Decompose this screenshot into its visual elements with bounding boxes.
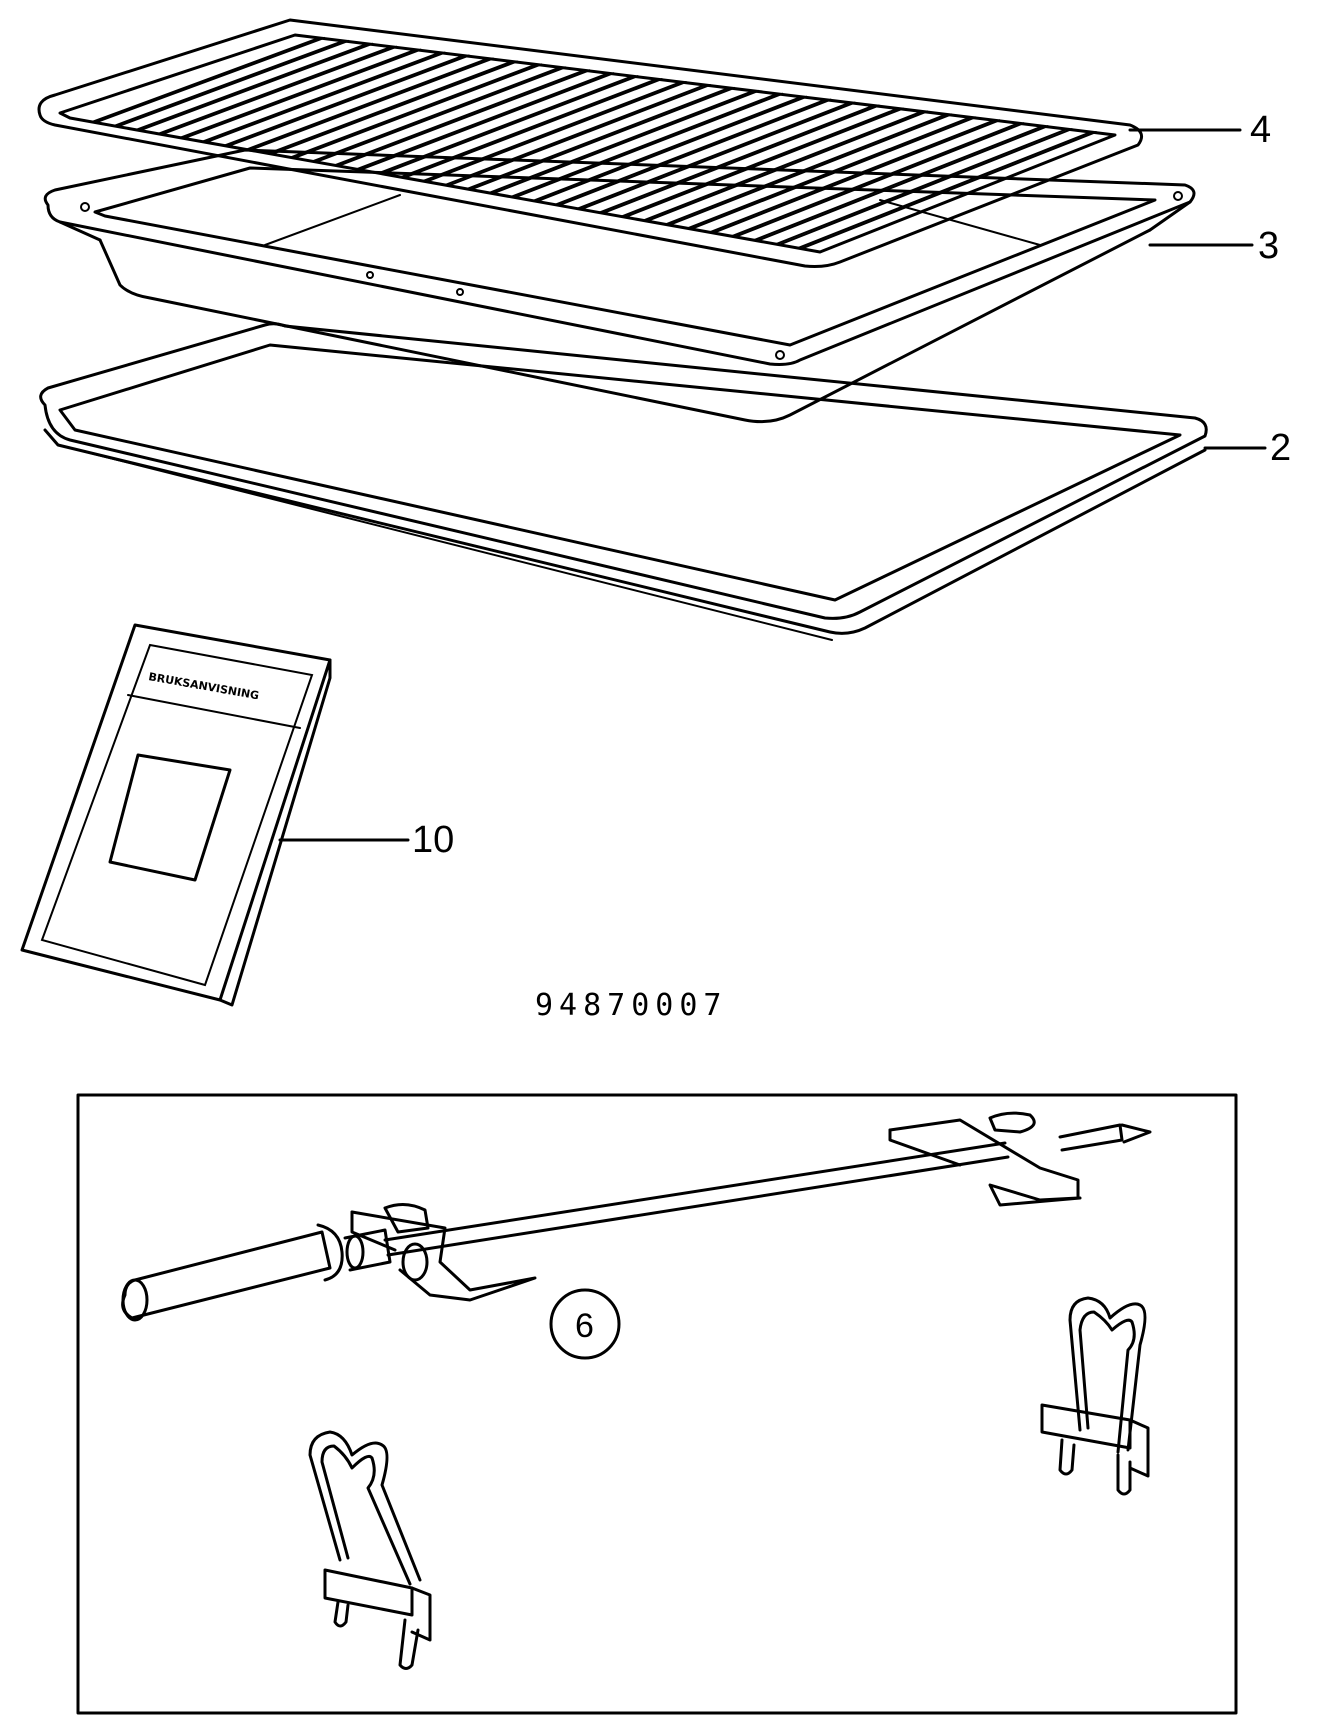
rack-wire (779, 128, 1073, 246)
rack-wire (449, 84, 711, 186)
rack-wire (647, 110, 929, 222)
rack-wire (206, 51, 446, 143)
rack-wire (382, 75, 639, 175)
rack-wire (669, 113, 953, 226)
rack-wire (735, 122, 1025, 238)
rack-wire (752, 125, 1044, 242)
rack-wire (421, 81, 682, 183)
rack-wire (466, 86, 731, 190)
shallow-tray (39, 322, 1208, 641)
callout-leaders (278, 128, 1267, 842)
rack-wire (96, 36, 326, 123)
rack-wire (510, 92, 779, 198)
rack-wire (272, 60, 519, 155)
rack-wire (515, 92, 784, 198)
rack-wire (338, 69, 591, 167)
rack-wire (796, 131, 1092, 250)
rack-wire (554, 98, 827, 206)
rack-wire (179, 48, 417, 139)
rack-wire (603, 104, 880, 214)
rack-wire (377, 75, 634, 175)
rack-wire (201, 51, 441, 143)
rack-wire (404, 78, 663, 179)
rack-wire (537, 95, 808, 202)
rack-wire (289, 63, 538, 159)
rack-wire (135, 42, 369, 131)
rack-wire (316, 66, 567, 163)
rack-wire (581, 101, 856, 210)
rack-wire (118, 39, 350, 127)
booklet-title: BRUKSANVISNING (147, 670, 260, 702)
rack-wire (228, 54, 470, 147)
callout-6: 6 (575, 1307, 594, 1345)
rack-wire (576, 101, 851, 210)
callout-3: 3 (1258, 225, 1279, 267)
rack-wire (360, 72, 615, 171)
document-number: 94870007 (535, 988, 728, 1023)
rack-wire (113, 39, 345, 127)
instruction-booklet: BRUKSANVISNING (20, 623, 332, 1007)
rack-wire (493, 89, 760, 194)
rack-wire (223, 54, 465, 147)
rack-wire (625, 107, 904, 218)
rack-wire (184, 48, 422, 139)
rack-wire (801, 131, 1097, 250)
rack-wire (642, 110, 924, 222)
wire-rack (37, 18, 1144, 268)
rack-wire (774, 128, 1068, 246)
rack-wire (620, 107, 899, 218)
callout-10: 10 (412, 819, 454, 861)
rack-wire (532, 95, 803, 202)
rack-wire (245, 57, 489, 151)
rack-wire (664, 113, 948, 226)
rack-wire (355, 72, 610, 171)
rack-wire (444, 84, 706, 186)
rack-wire (691, 116, 977, 230)
spit-support-right (1040, 1296, 1150, 1496)
rack-wire (559, 98, 832, 206)
callout-4: 4 (1250, 109, 1271, 151)
rack-wire (311, 66, 562, 163)
rack-wire (267, 60, 514, 155)
callout-2: 2 (1270, 427, 1291, 469)
rack-wire (140, 42, 374, 131)
rack-wire (157, 45, 393, 135)
rack-wire (708, 119, 996, 234)
rack-wire (162, 45, 398, 135)
rack-wire (598, 104, 875, 214)
rack-wire (713, 119, 1001, 234)
rack-wire (686, 116, 972, 230)
rack-wire (399, 78, 658, 179)
rack-wire (757, 125, 1049, 242)
callout-6-circle (549, 1288, 621, 1360)
rack-wire (426, 81, 687, 183)
rack-wire (333, 69, 586, 167)
rack-wire (730, 122, 1020, 238)
rotisserie-inset-frame (76, 1093, 1238, 1715)
rack-wire (91, 36, 321, 123)
rotisserie-spit (121, 1111, 1152, 1322)
rack-wire (294, 63, 543, 159)
spit-support-left (308, 1430, 432, 1670)
rack-wire (471, 86, 736, 190)
deep-tray (43, 148, 1196, 424)
rack-wire (488, 89, 755, 194)
rack-wire (250, 57, 494, 151)
rack-wires (91, 36, 1097, 250)
